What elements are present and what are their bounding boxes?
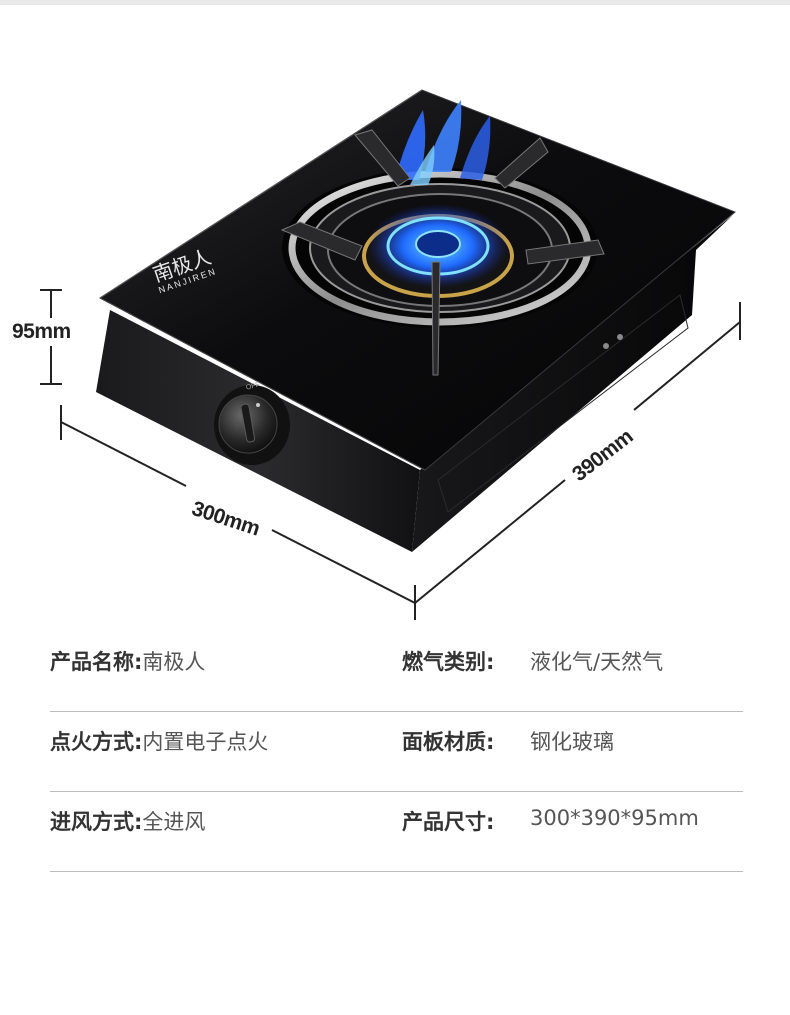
spec-table: 产品名称:南极人 燃气类别: 液化气/天然气 点火方式:内置电子点火 面板材质: 钢… — [50, 632, 743, 872]
spec-key: 点火方式: — [50, 730, 143, 754]
height-dimension-label: 95mm — [12, 320, 71, 343]
product-illustration: 南极人 NANJIREN OFF 95mm 300mm 390mm — [12, 89, 741, 620]
spec-cell: 产品名称:南极人 — [50, 646, 205, 676]
spec-value: 300*390*95mm — [530, 806, 699, 830]
pan-support — [280, 221, 363, 261]
spec-row: 点火方式:内置电子点火 面板材质: 钢化玻璃 — [50, 712, 743, 792]
pan-support — [494, 137, 549, 189]
pan-support — [354, 129, 411, 187]
spec-value: 钢化玻璃 — [530, 730, 614, 754]
spec-key: 燃气类别: — [402, 650, 495, 674]
spec-cell: 进风方式:全进风 — [50, 806, 205, 836]
gas-stove-drawing — [40, 89, 741, 620]
top-divider-bar — [0, 0, 790, 5]
spec-value: 南极人 — [142, 650, 206, 674]
spec-cell: 点火方式:内置电子点火 — [50, 726, 268, 756]
spec-cell: 面板材质: 钢化玻璃 — [402, 726, 614, 756]
spec-key: 面板材质: — [402, 730, 495, 754]
spec-key: 产品名称: — [50, 650, 143, 674]
stove-side-face — [412, 215, 733, 552]
indicator-light — [603, 343, 609, 349]
spec-row: 进风方式:全进风 产品尺寸: 300*390*95mm — [50, 792, 743, 872]
indicator-light — [617, 334, 623, 340]
spec-cell: 燃气类别: 液化气/天然气 — [402, 646, 663, 676]
pan-support — [525, 239, 605, 265]
spec-key: 进风方式: — [50, 810, 143, 834]
pan-support — [431, 261, 441, 376]
spec-value: 全进风 — [142, 810, 206, 834]
dimension-lines — [40, 289, 741, 620]
spec-cell: 产品尺寸: 300*390*95mm — [402, 806, 699, 836]
spec-row: 产品名称:南极人 燃气类别: 液化气/天然气 — [50, 632, 743, 712]
spec-value: 内置电子点火 — [142, 730, 269, 754]
spec-key: 产品尺寸: — [402, 810, 495, 834]
spec-value: 液化气/天然气 — [530, 650, 664, 674]
